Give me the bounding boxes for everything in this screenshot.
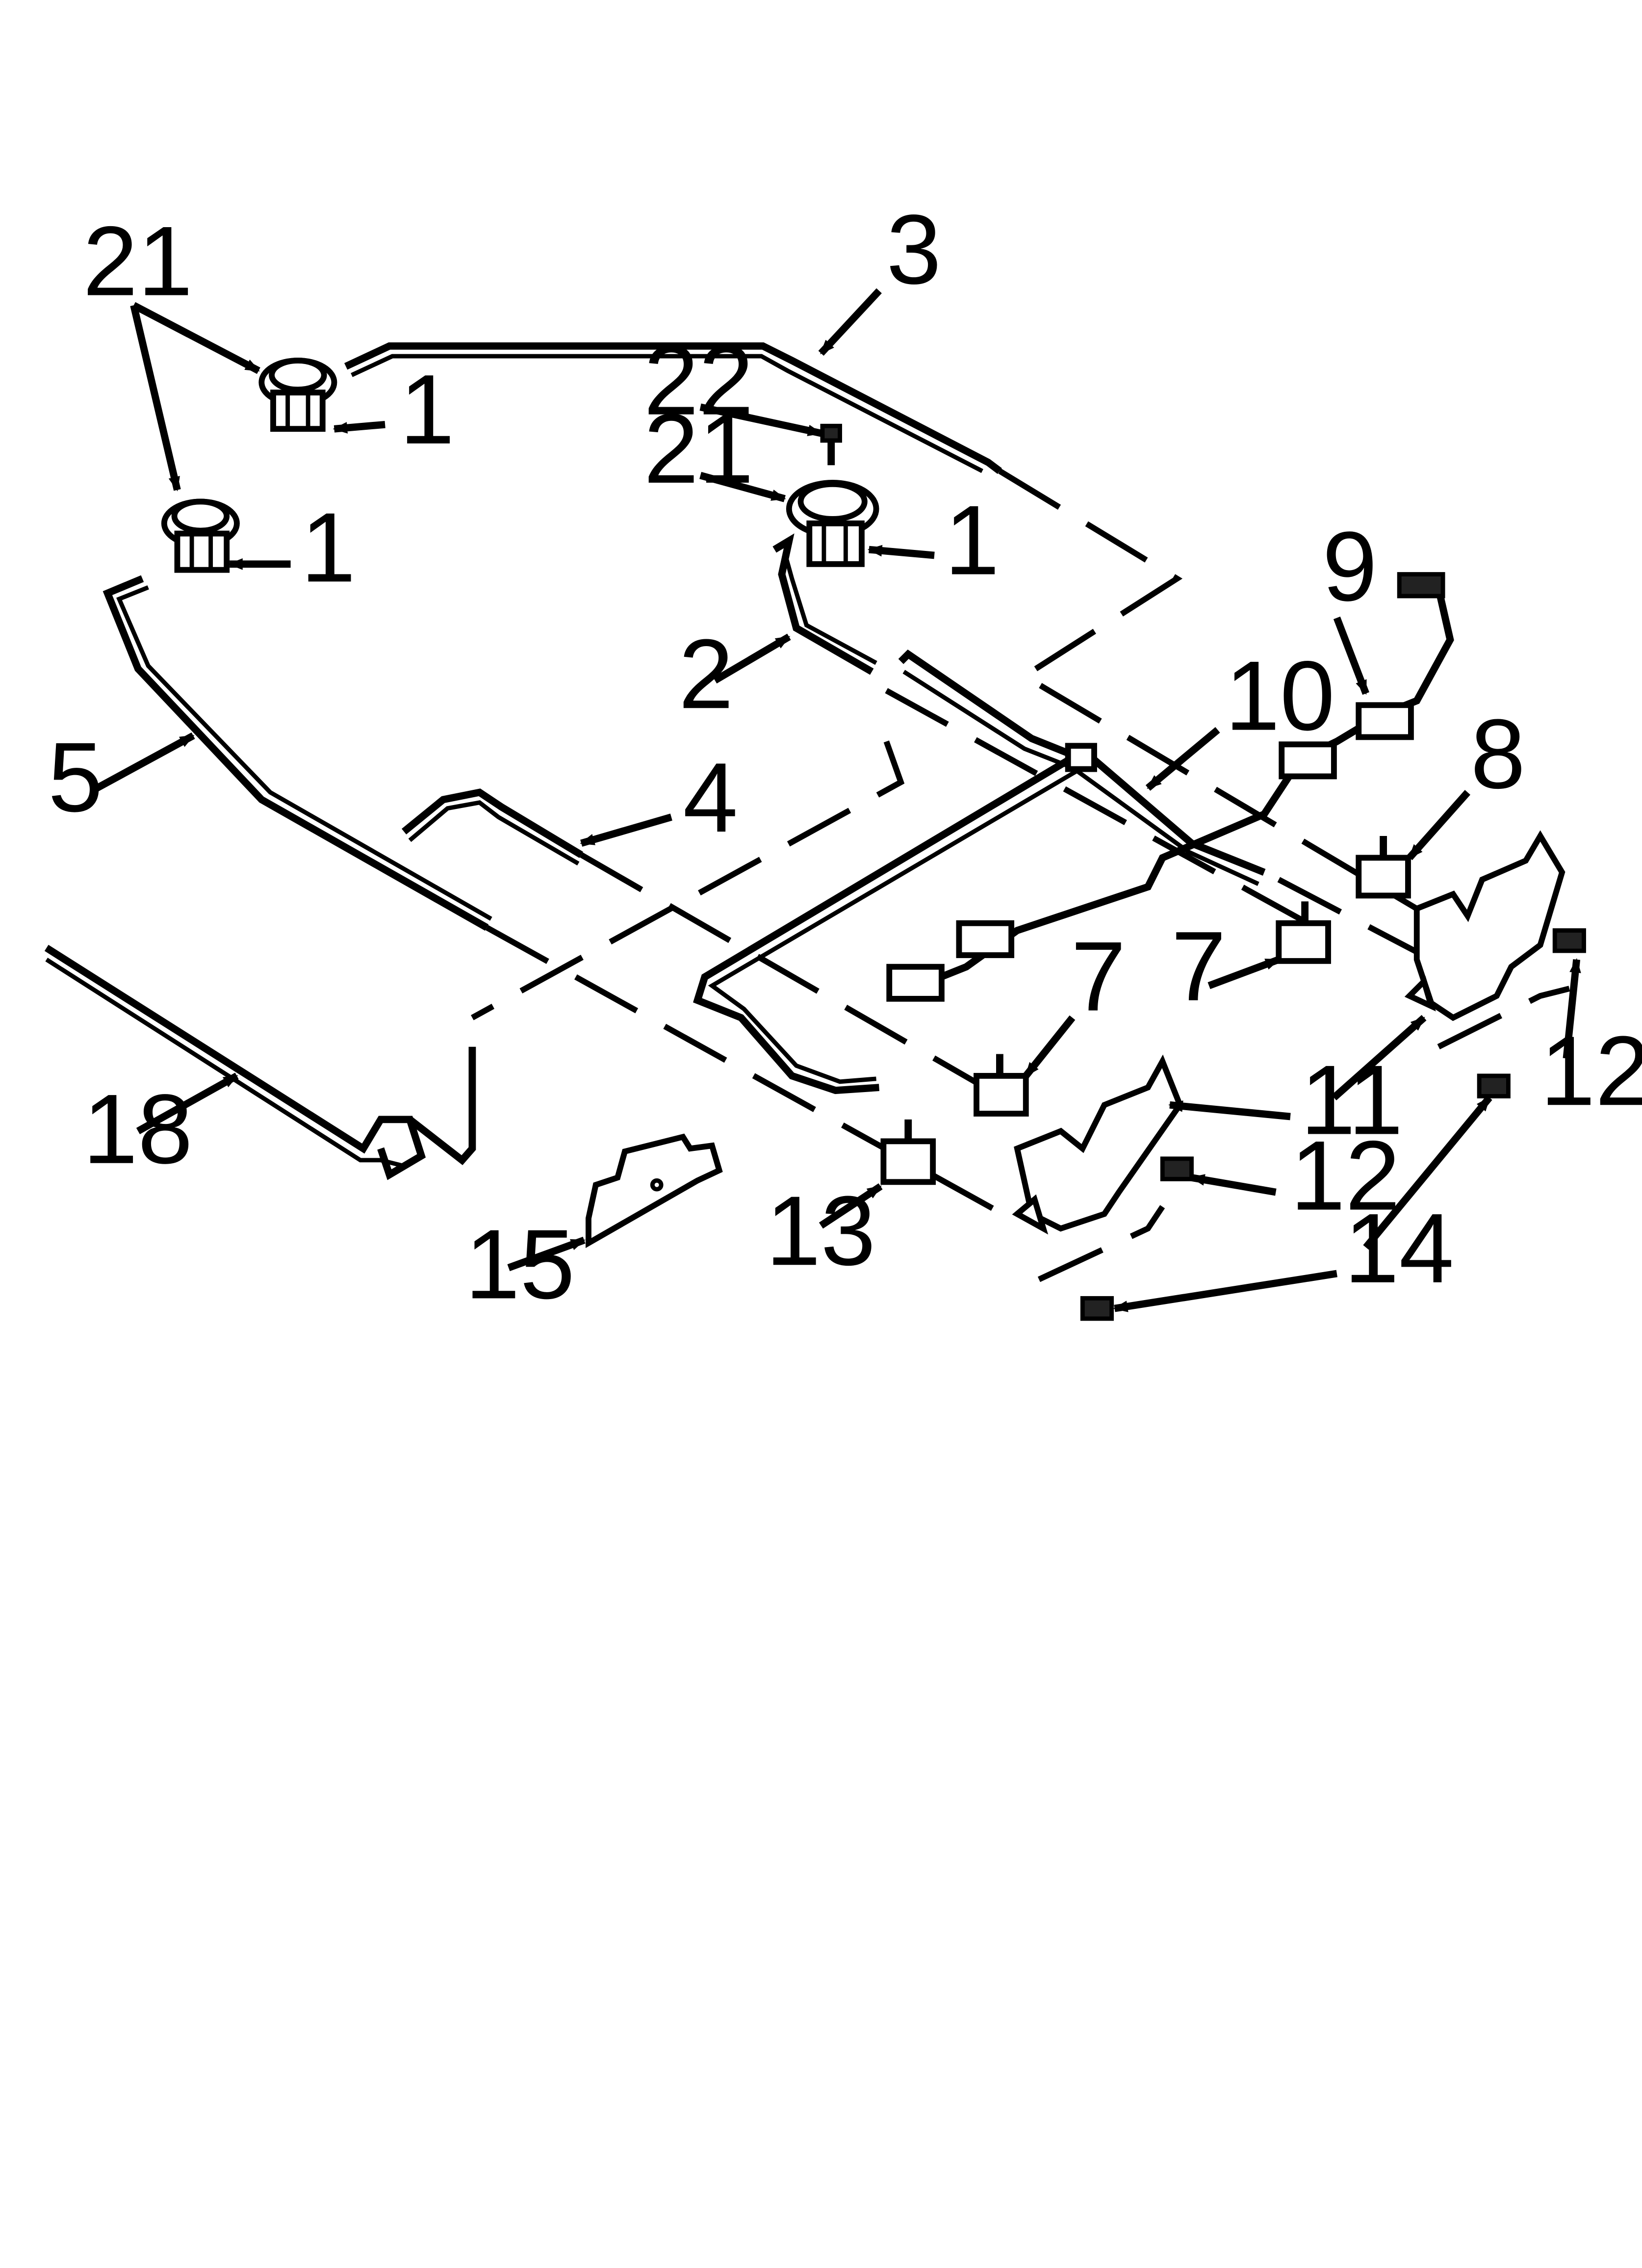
tube-10 (693, 649, 1266, 1095)
callout-8: 8 (1470, 699, 1525, 809)
callout-arrows (93, 288, 1581, 1312)
valve-8 (1356, 835, 1411, 899)
callout-4: 4 (683, 742, 738, 853)
callout-9: 9 (1322, 511, 1377, 622)
bracket-11-right (1404, 830, 1565, 1021)
callout-14: 14 (1344, 1193, 1454, 1303)
bracket-11-left (1012, 1054, 1183, 1235)
screw-14-right (1477, 1073, 1511, 1098)
burner-center (786, 479, 879, 567)
callout-10: 10 (1225, 641, 1335, 751)
callout-11: 11 (1301, 1044, 1403, 1155)
callout-1-center: 1 (945, 485, 1000, 596)
callout-13: 13 (766, 1175, 875, 1286)
valve-7-left (974, 1054, 1029, 1117)
valve-7-right (1276, 901, 1331, 964)
harness-9 (886, 572, 1454, 1002)
callout-1-top: 1 (400, 354, 455, 465)
assembly-lines (471, 469, 1570, 1282)
callout-12-right: 12 (1540, 1016, 1642, 1126)
screw-12-left (1160, 1156, 1194, 1181)
callout-22: 22 (644, 325, 754, 436)
burner-left-top (258, 358, 337, 432)
callout-2: 2 (679, 619, 734, 729)
callout-12-left: 12 (1290, 1121, 1400, 1231)
callout-21-top: 21 (83, 206, 193, 316)
callout-21-center: 21 (644, 393, 754, 504)
callout-3: 3 (886, 194, 941, 305)
tube-2 (772, 533, 877, 675)
callout-18: 18 (83, 1074, 193, 1184)
tube-5 (103, 575, 492, 931)
screw-22 (820, 423, 842, 466)
tube-18 (44, 944, 476, 1180)
tube-3 (344, 342, 1002, 474)
screw-14-left (1080, 1296, 1114, 1321)
burner-left-bottom (161, 498, 240, 573)
tube-4 (401, 788, 583, 866)
shield-15 (586, 1133, 723, 1248)
callout-5: 5 (48, 722, 103, 833)
callout-7-left: 7 (1071, 921, 1126, 1032)
callout-15: 15 (465, 1209, 575, 1319)
callout-1-left: 1 (301, 492, 356, 602)
screw-12-right (1552, 928, 1586, 953)
callout-7-right: 7 (1171, 911, 1226, 1021)
valve-13 (880, 1119, 936, 1185)
